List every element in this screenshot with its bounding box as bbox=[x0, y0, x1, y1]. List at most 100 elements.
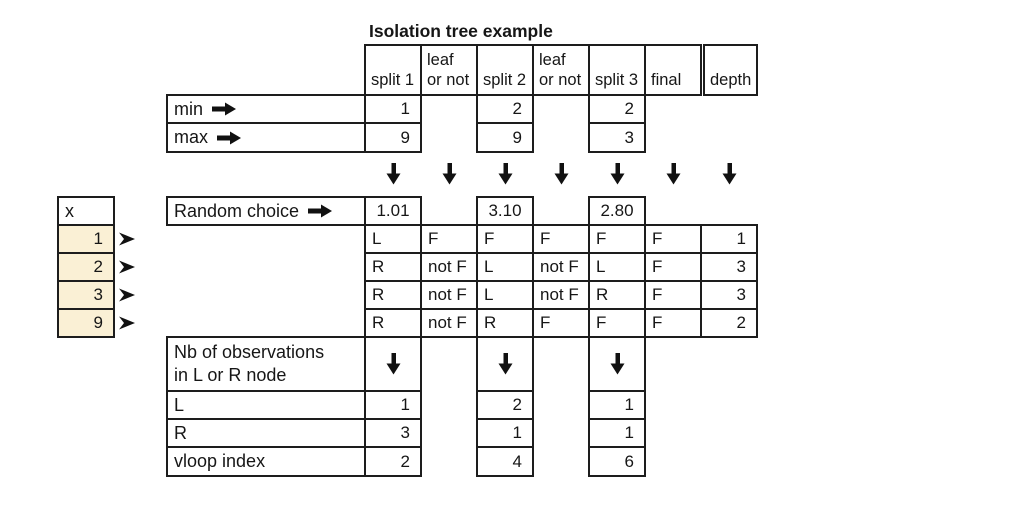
down-arrow-icon bbox=[498, 353, 512, 375]
header-cell-split-2: split 2 bbox=[476, 44, 534, 96]
vloop-index-label: vloop index bbox=[166, 446, 366, 477]
nb-label-line2: in L or R node bbox=[174, 365, 287, 385]
grid-cell: R bbox=[588, 280, 646, 310]
l-split3-value: 1 bbox=[588, 390, 646, 420]
grid-cell: F bbox=[532, 308, 590, 338]
nb-arrow-box-split3 bbox=[588, 336, 646, 392]
down-arrow-icon bbox=[386, 353, 400, 375]
vloop-split1-value: 2 bbox=[364, 446, 422, 477]
x-value-cell: 2 bbox=[57, 252, 115, 282]
min-split2-value: 2 bbox=[476, 94, 534, 124]
right-arrow-icon bbox=[212, 102, 237, 116]
down-arrow-icon bbox=[498, 163, 513, 185]
grid-cell: F bbox=[532, 224, 590, 254]
header-line2: final bbox=[651, 70, 682, 89]
grid-cell: not F bbox=[420, 280, 478, 310]
header-cell-final: final bbox=[644, 44, 702, 96]
grid-cell: F bbox=[420, 224, 478, 254]
min-split1-value: 1 bbox=[364, 94, 422, 124]
grid-cell-depth: 1 bbox=[700, 224, 758, 254]
r-split2-value: 1 bbox=[476, 418, 534, 448]
right-arrow-icon bbox=[217, 131, 242, 144]
header-line2: split 1 bbox=[371, 70, 415, 89]
down-arrow-icon bbox=[610, 163, 625, 185]
header-line2: split 2 bbox=[483, 70, 527, 89]
x-value-cell: 1 bbox=[57, 224, 115, 254]
grid-cell: F bbox=[588, 308, 646, 338]
min-row-label: min bbox=[166, 94, 366, 124]
r-row-label: R bbox=[166, 418, 366, 448]
row-pointer-icon bbox=[119, 260, 135, 274]
header-line2: depth bbox=[710, 70, 752, 89]
grid-cell-depth: 3 bbox=[700, 252, 758, 282]
header-line1: leaf bbox=[539, 50, 566, 69]
random-split1-value: 1.01 bbox=[364, 196, 422, 226]
grid-cell: not F bbox=[420, 308, 478, 338]
header-cell-depth: depth bbox=[703, 44, 758, 96]
max-split2-value: 9 bbox=[476, 122, 534, 153]
nb-label-line1: Nb of observations bbox=[174, 341, 325, 362]
down-arrow-icon bbox=[442, 163, 457, 185]
down-arrow-icon bbox=[386, 163, 401, 185]
grid-cell: L bbox=[476, 252, 534, 282]
grid-cell: L bbox=[588, 252, 646, 282]
nb-arrow-box-split2 bbox=[476, 336, 534, 392]
grid-cell: F bbox=[476, 224, 534, 254]
header-line2: or not bbox=[427, 70, 470, 89]
grid-cell: R bbox=[364, 308, 422, 338]
nb-observations-label: Nb of observations in L or R node bbox=[166, 336, 366, 392]
vloop-split2-value: 4 bbox=[476, 446, 534, 477]
random-choice-label: Random choice bbox=[166, 196, 366, 226]
header-cell-split-1: split 1 bbox=[364, 44, 422, 96]
vloop-split3-value: 6 bbox=[588, 446, 646, 477]
grid-cell: F bbox=[644, 308, 702, 338]
grid-cell: not F bbox=[532, 280, 590, 310]
header-line2: or not bbox=[539, 70, 582, 89]
row-pointer-icon bbox=[119, 288, 135, 302]
down-arrow-icon bbox=[666, 163, 681, 185]
grid-cell: F bbox=[588, 224, 646, 254]
header-line2: split 3 bbox=[595, 70, 639, 89]
max-split1-value: 9 bbox=[364, 122, 422, 153]
grid-cell: L bbox=[476, 280, 534, 310]
grid-cell: not F bbox=[532, 252, 590, 282]
l-split2-value: 2 bbox=[476, 390, 534, 420]
grid-cell-depth: 2 bbox=[700, 308, 758, 338]
min-split3-value: 2 bbox=[588, 94, 646, 124]
grid-cell: R bbox=[364, 280, 422, 310]
down-arrow-icon bbox=[610, 353, 624, 375]
grid-cell-depth: 3 bbox=[700, 280, 758, 310]
nb-arrow-box-split1 bbox=[364, 336, 422, 392]
header-line1: leaf bbox=[427, 50, 454, 69]
down-arrow-icon bbox=[722, 163, 737, 185]
random-split3-value: 2.80 bbox=[588, 196, 646, 226]
random-choice-text: Random choice bbox=[174, 200, 300, 221]
grid-cell: F bbox=[644, 280, 702, 310]
grid-cell: not F bbox=[420, 252, 478, 282]
x-value-cell: 9 bbox=[57, 308, 115, 338]
r-split1-value: 3 bbox=[364, 418, 422, 448]
row-pointer-icon bbox=[119, 232, 135, 246]
x-column-header: x bbox=[57, 196, 115, 226]
max-label-text: max bbox=[174, 127, 209, 148]
grid-cell: L bbox=[364, 224, 422, 254]
row-pointer-icon bbox=[119, 316, 135, 330]
r-split3-value: 1 bbox=[588, 418, 646, 448]
max-split3-value: 3 bbox=[588, 122, 646, 153]
grid-cell: R bbox=[364, 252, 422, 282]
max-row-label: max bbox=[166, 122, 366, 153]
l-row-label: L bbox=[166, 390, 366, 420]
grid-cell: F bbox=[644, 252, 702, 282]
random-split2-value: 3.10 bbox=[476, 196, 534, 226]
grid-cell: F bbox=[644, 224, 702, 254]
min-label-text: min bbox=[174, 98, 204, 119]
page-title: Isolation tree example bbox=[369, 21, 553, 41]
right-arrow-icon bbox=[308, 204, 333, 218]
l-split1-value: 1 bbox=[364, 390, 422, 420]
down-arrow-icon bbox=[554, 163, 569, 185]
x-value-cell: 3 bbox=[57, 280, 115, 310]
grid-cell: R bbox=[476, 308, 534, 338]
